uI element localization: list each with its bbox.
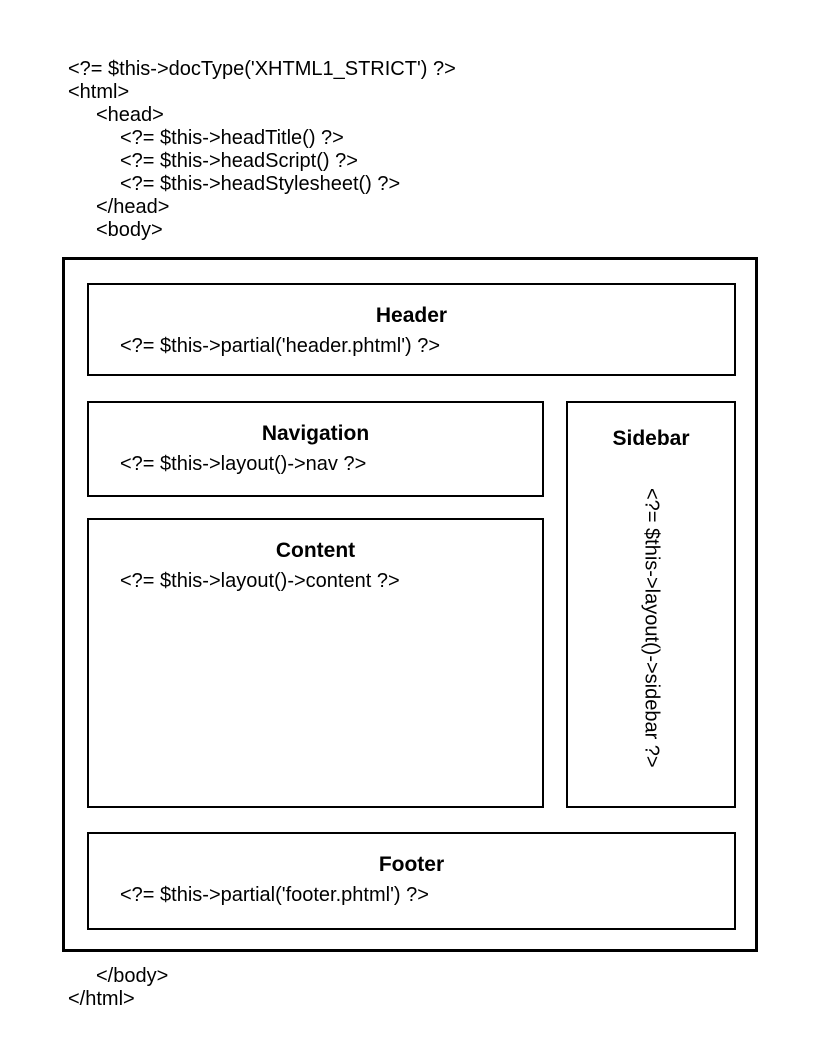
code-line-html-open: <html> [68, 81, 130, 103]
sidebar-box: Sidebar <?= $this->layout()->sidebar ?> [566, 401, 736, 808]
navigation-box-title: Navigation [261, 422, 370, 445]
code-line-body-open: <body> [96, 219, 163, 241]
header-box: Header <?= $this->partial('header.phtml'… [87, 283, 736, 376]
content-box-title: Content [275, 539, 356, 562]
bottom-code-block: </body> </html> [68, 965, 168, 1011]
footer-box: Footer <?= $this->partial('footer.phtml'… [87, 832, 736, 930]
code-line-body-close: </body> [96, 965, 169, 987]
sidebar-box-title: Sidebar [612, 427, 690, 450]
sidebar-vertical-text-area: <?= $this->layout()->sidebar ?> [568, 457, 734, 798]
code-line-head-title: <?= $this->headTitle() ?> [120, 127, 344, 149]
header-box-code: <?= $this->partial('header.phtml') ?> [120, 335, 441, 357]
navigation-box-code: <?= $this->layout()->nav ?> [120, 453, 367, 475]
footer-box-title: Footer [378, 853, 445, 876]
code-line-head-close: </head> [96, 196, 170, 218]
footer-box-code: <?= $this->partial('footer.phtml') ?> [120, 884, 429, 906]
top-code-block: <?= $this->docType('XHTML1_STRICT') ?> <… [68, 58, 456, 242]
content-box-code: <?= $this->layout()->content ?> [120, 570, 400, 592]
header-box-title: Header [375, 304, 448, 327]
code-line-html-close: </html> [68, 988, 135, 1010]
code-line-head-open: <head> [96, 104, 164, 126]
sidebar-box-code: <?= $this->layout()->sidebar ?> [640, 487, 663, 768]
body-layout-box: Header <?= $this->partial('header.phtml'… [62, 257, 758, 952]
code-line-head-stylesheet: <?= $this->headStylesheet() ?> [120, 173, 401, 195]
code-line-doctype: <?= $this->docType('XHTML1_STRICT') ?> [68, 58, 456, 80]
content-box: Content <?= $this->layout()->content ?> [87, 518, 544, 808]
code-line-head-script: <?= $this->headScript() ?> [120, 150, 358, 172]
navigation-box: Navigation <?= $this->layout()->nav ?> [87, 401, 544, 497]
